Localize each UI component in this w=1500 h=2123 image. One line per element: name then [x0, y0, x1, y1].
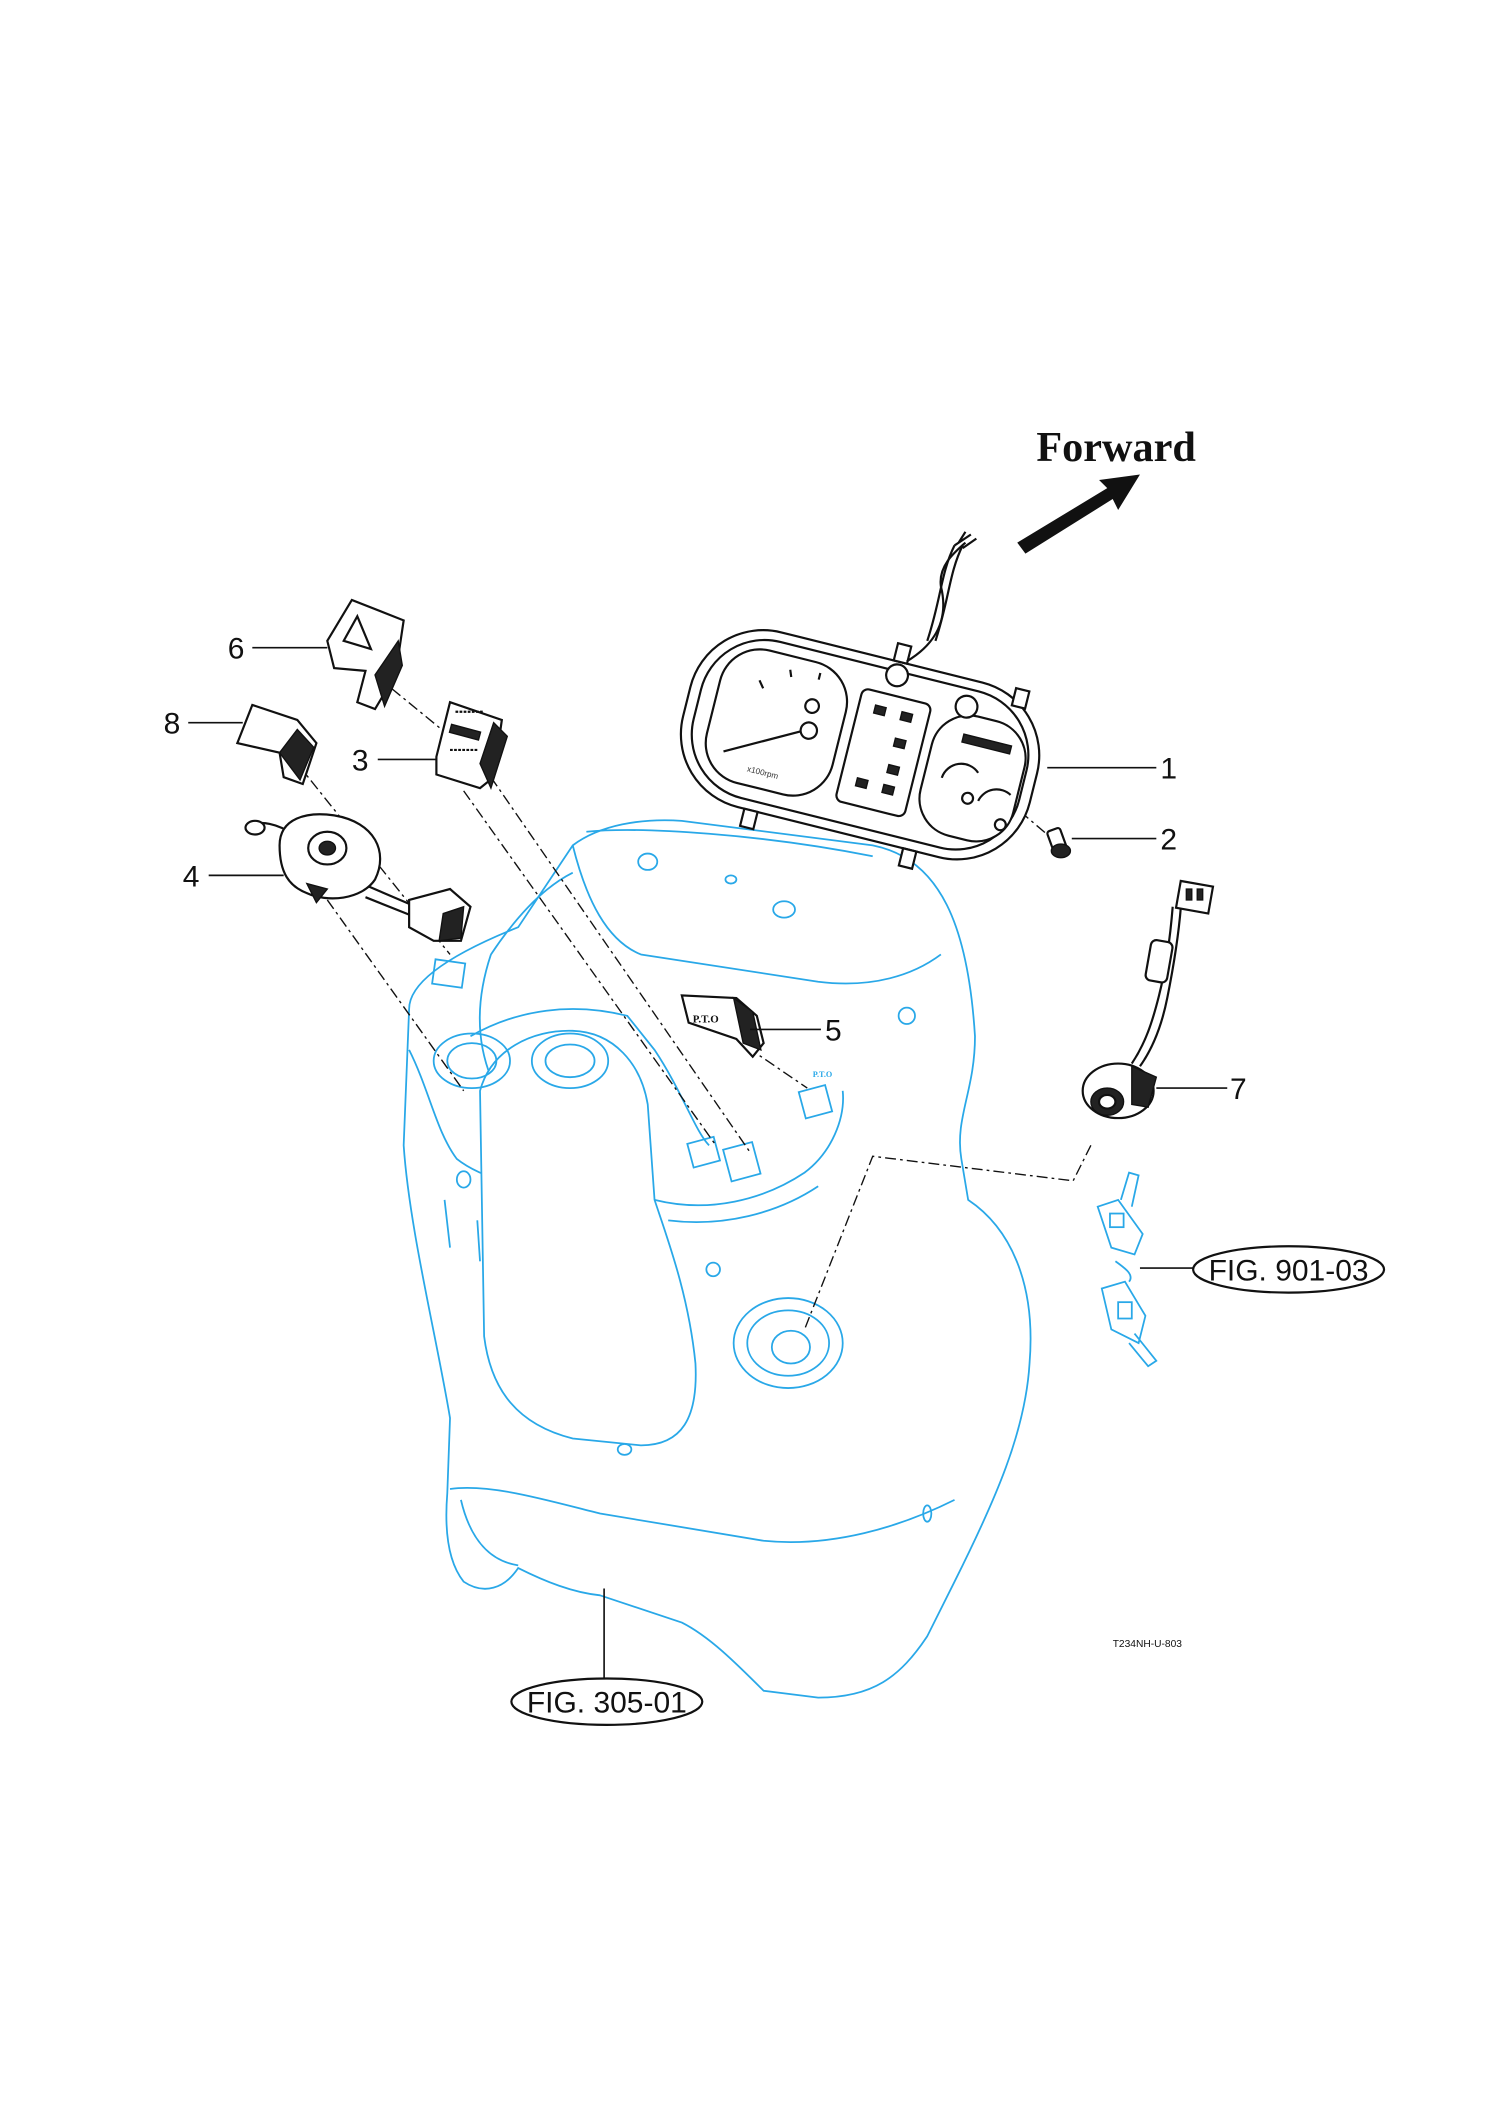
ignition-keys: [1096, 1171, 1158, 1368]
screw: [1046, 827, 1072, 859]
callout-1: 1: [1047, 753, 1177, 786]
hazard-switch: [326, 598, 405, 711]
svg-text:7: 7: [1230, 1073, 1247, 1106]
rocker-switch: [435, 700, 509, 791]
instrument-cluster: x100rpm: [679, 544, 1041, 871]
svg-text:FIG. 305-01: FIG. 305-01: [527, 1687, 687, 1720]
callout-7: 7: [1156, 1073, 1247, 1106]
dashboard-panel-reference: P.T.O: [402, 819, 1032, 1699]
fig-ref-body[interactable]: FIG. 305-01: [510, 1588, 704, 1726]
svg-text:3: 3: [352, 744, 369, 777]
callout-4: 4: [183, 860, 284, 893]
pto-switch-label: P.T.O: [693, 1014, 719, 1026]
svg-text:8: 8: [164, 708, 181, 741]
pto-switch: P.T.O: [680, 994, 765, 1059]
svg-text:6: 6: [228, 633, 245, 666]
svg-text:5: 5: [825, 1014, 842, 1047]
forward-arrow-icon: [1017, 474, 1140, 554]
drawing-code: T234NH-U-803: [1113, 1639, 1183, 1650]
callout-6: 6: [228, 633, 328, 666]
forward-label: Forward: [1036, 424, 1196, 471]
pto-panel-label: P.T.O: [813, 1070, 833, 1079]
key-switch: [1081, 879, 1215, 1120]
cluster-harness: [906, 531, 977, 663]
callout-2: 2: [1071, 823, 1177, 856]
svg-text:4: 4: [183, 860, 200, 893]
small-switch: [235, 703, 318, 786]
callout-3: 3: [352, 744, 437, 777]
svg-text:FIG. 901-03: FIG. 901-03: [1209, 1254, 1369, 1287]
light-switch: [244, 813, 472, 942]
callout-5: 5: [750, 1014, 842, 1047]
callout-8: 8: [164, 708, 243, 741]
fig-ref-keys[interactable]: FIG. 901-03: [1139, 1245, 1386, 1294]
svg-text:1: 1: [1160, 753, 1177, 786]
svg-text:2: 2: [1160, 823, 1177, 856]
